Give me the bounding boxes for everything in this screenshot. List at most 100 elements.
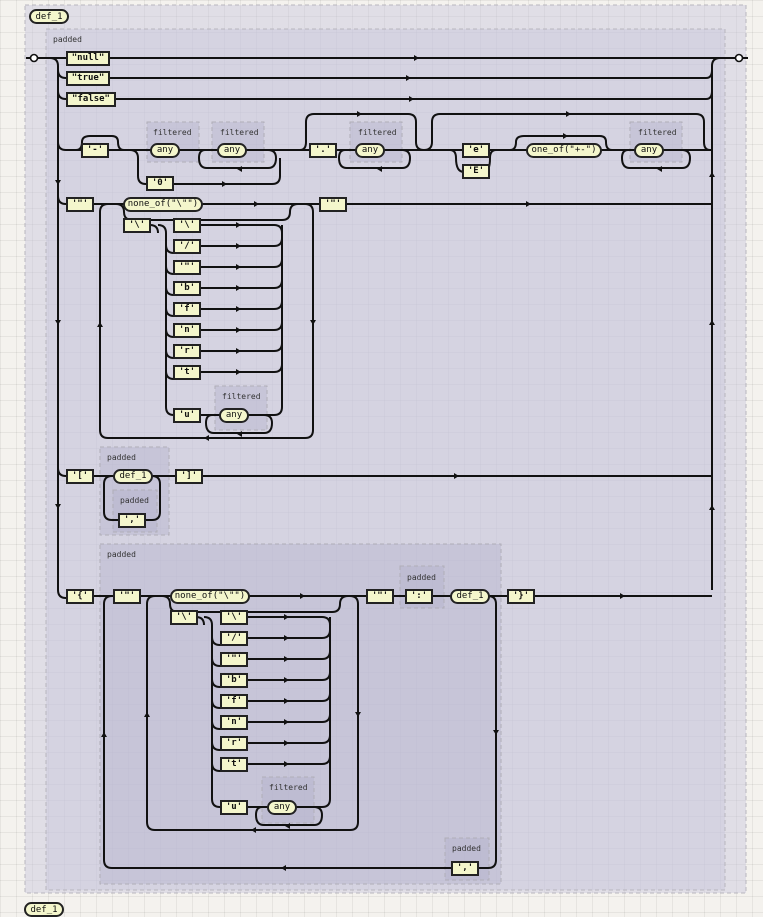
svg-text:'f': 'f' <box>179 304 195 314</box>
svg-text:'0': '0' <box>152 178 168 188</box>
terminal-unicode: 'u' <box>220 800 248 815</box>
arrow-right-icon <box>236 285 241 291</box>
nonterminal-any: any <box>217 143 247 158</box>
escape-item: 'n' <box>173 323 201 338</box>
terminal-e-upper: 'E' <box>462 164 490 179</box>
terminal-comma: ',' <box>118 513 146 528</box>
arrow-up-icon <box>101 732 107 737</box>
svg-text:'u': 'u' <box>226 802 242 812</box>
svg-text:'.': '.' <box>315 145 331 155</box>
arrow-right-icon <box>254 201 259 207</box>
nonterminal-any: any <box>355 143 385 158</box>
arrow-right-icon <box>300 593 305 599</box>
svg-text:'E': 'E' <box>468 166 484 176</box>
svg-text:'/': '/' <box>179 241 195 251</box>
terminal-false: "false" <box>66 92 116 107</box>
def-1-footer: def_1 <box>24 902 64 917</box>
arrow-up-icon <box>144 712 150 717</box>
svg-text:def_1: def_1 <box>119 471 146 481</box>
escape-item: 'r' <box>220 736 248 751</box>
svg-text:"false": "false" <box>72 94 110 104</box>
svg-text:def_1: def_1 <box>30 905 57 915</box>
terminal-backslash: '\' <box>170 610 198 625</box>
direction-arrows <box>55 55 715 871</box>
terminal-minus: '-' <box>81 143 109 158</box>
escape-item: 'n' <box>220 715 248 730</box>
arrow-left-icon <box>285 823 290 829</box>
terminal-true: "true" <box>66 71 110 86</box>
arrow-right-icon <box>236 369 241 375</box>
svg-text:'r': 'r' <box>179 346 195 356</box>
escape-item: '/' <box>173 239 201 254</box>
terminal-brace-close: '}' <box>507 589 535 604</box>
arrow-right-icon <box>236 327 241 333</box>
nonterminal-def-1: def_1 <box>450 589 490 604</box>
escape-item: '"' <box>173 260 201 275</box>
nonterminal-any: any <box>267 800 297 815</box>
arrow-right-icon <box>454 473 459 479</box>
escape-item: 'b' <box>220 673 248 688</box>
filtered-label: filtered <box>222 392 261 401</box>
svg-text:'b': 'b' <box>179 283 195 293</box>
escape-item: 'r' <box>173 344 201 359</box>
svg-text:any: any <box>157 145 174 155</box>
arrow-up-icon <box>709 172 715 177</box>
arrow-right-icon <box>284 740 289 746</box>
svg-text:one_of("+-"): one_of("+-") <box>531 145 596 155</box>
arrow-left-icon <box>657 166 662 172</box>
arrow-right-icon <box>236 306 241 312</box>
svg-text:',': ',' <box>124 515 140 525</box>
def-1-group <box>24 4 747 894</box>
arrow-right-icon <box>406 75 411 81</box>
svg-text:'r': 'r' <box>226 738 242 748</box>
terminal-bracket-open: '[' <box>66 469 94 484</box>
arrow-left-icon <box>237 166 242 172</box>
arrow-right-icon <box>284 761 289 767</box>
arrow-right-icon <box>284 635 289 641</box>
terminal-quote-open: '"' <box>113 589 141 604</box>
svg-text:"true": "true" <box>72 73 105 83</box>
svg-text:'\': '\' <box>226 612 242 622</box>
terminal-e-lower: 'e' <box>462 143 490 158</box>
arrow-right-icon <box>236 222 241 228</box>
svg-text:'b': 'b' <box>226 675 242 685</box>
nonterminal-one-of-sign: one_of("+-") <box>526 143 602 158</box>
svg-text:'"': '"' <box>372 591 388 601</box>
svg-text:'"': '"' <box>226 654 242 664</box>
svg-text:def_1: def_1 <box>35 12 62 22</box>
arrow-down-icon <box>55 180 61 185</box>
svg-text:none_of("\""): none_of("\"") <box>128 199 198 209</box>
svg-text:'t': 't' <box>226 759 242 769</box>
padded-label: padded <box>452 844 481 853</box>
padded-label: padded <box>120 496 149 505</box>
svg-text:'f': 'f' <box>226 696 242 706</box>
svg-text:'[': '[' <box>72 471 88 481</box>
arrow-down-icon <box>55 320 61 325</box>
svg-text:'{': '{' <box>72 591 88 601</box>
escape-item: 'f' <box>220 694 248 709</box>
arrow-right-icon <box>566 111 571 117</box>
arrow-right-icon <box>357 111 362 117</box>
nonterminal-any: any <box>634 143 664 158</box>
nonterminal-any: any <box>219 408 249 423</box>
def-1-title: def_1 <box>29 9 69 24</box>
escape-item: 'b' <box>173 281 201 296</box>
terminal-zero: '0' <box>146 176 174 191</box>
svg-text:any: any <box>226 410 243 420</box>
svg-text:'"': '"' <box>179 262 195 272</box>
arrow-left-icon <box>237 431 242 437</box>
padded-label: padded <box>107 550 136 559</box>
svg-text:'\': '\' <box>176 612 192 622</box>
arrow-down-icon <box>355 712 361 717</box>
nonterminal-none-of: none_of("\"") <box>123 197 203 212</box>
arrow-down-icon <box>310 320 316 325</box>
arrow-right-icon <box>284 614 289 620</box>
escape-item: 't' <box>220 757 248 772</box>
svg-text:"null": "null" <box>72 53 105 63</box>
svg-text:'-': '-' <box>87 145 103 155</box>
nonterminal-any: any <box>150 143 180 158</box>
arrow-right-icon <box>620 593 625 599</box>
svg-text:any: any <box>641 145 658 155</box>
svg-text:any: any <box>274 802 291 812</box>
arrow-right-icon <box>236 243 241 249</box>
